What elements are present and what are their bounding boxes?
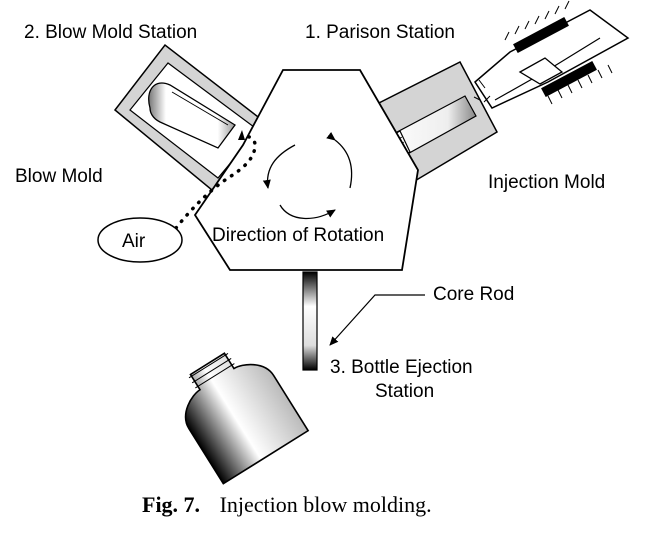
air-arrow-icon [238,130,245,140]
ejected-bottle [184,352,310,485]
indexing-head-hexagon [193,69,419,271]
air-label: Air [122,231,146,252]
blow-mold-label: Blow Mold [15,166,103,187]
direction-of-rotation-label: Direction of Rotation [212,225,384,246]
injection-nozzle [473,0,630,109]
core-rod-pointer [329,294,425,346]
core-rod [302,271,318,371]
blow-mold-station-label: 2. Blow Mold Station [24,22,197,43]
injection-mold-label: Injection Mold [488,172,605,193]
bottle-ejection-label-line1: 3. Bottle Ejection [330,357,473,378]
air-line [174,134,257,230]
bottle-ejection-label-line2: Station [375,381,434,402]
figure-caption-text: Injection blow molding. [220,492,432,517]
core-rod-label: Core Rod [433,284,514,305]
figure-number: Fig. 7. [142,492,200,517]
parison-station-label: 1. Parison Station [305,22,455,43]
air-ellipse [97,217,183,263]
figure-caption: Fig. 7. Injection blow molding. [142,492,432,517]
rotation-arrows [262,131,353,220]
